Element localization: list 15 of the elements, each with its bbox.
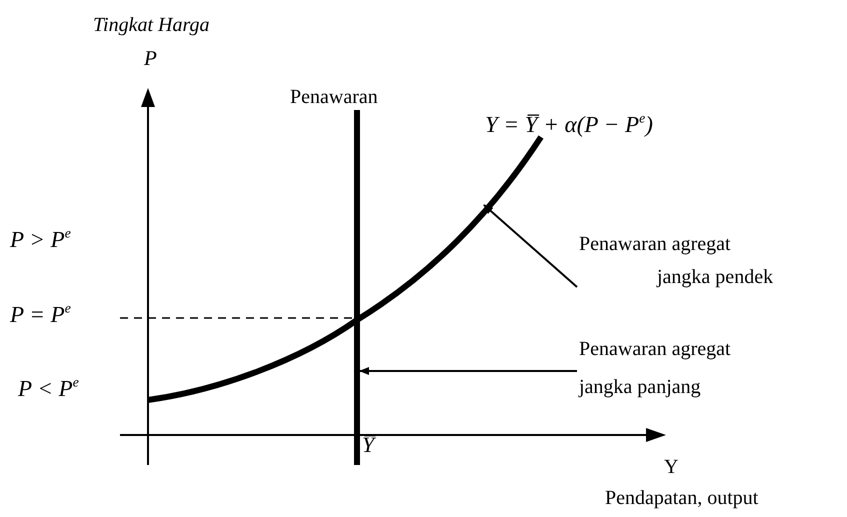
price-level-label: P < P$^{e}$ — [18, 376, 79, 402]
axis-title: Pendapatan, output — [605, 487, 758, 510]
axis-label: P — [144, 46, 157, 70]
leader-line — [483, 204, 578, 288]
axis-label: Y — [664, 456, 678, 479]
supply-curve — [148, 135, 544, 403]
price-level-label: P = P$^{e}$ — [10, 302, 71, 328]
curve-label: Penawaran agregat jangka panjang — [579, 330, 779, 406]
price-level-label: P > P$^{e}$ — [10, 227, 71, 254]
vertical-supply-line — [354, 110, 360, 465]
leader-line — [359, 367, 577, 375]
axis-title: Tingkat Harga — [93, 14, 210, 37]
equation-label: Y = Y̅ + α(P − P$^{e}$) — [485, 112, 653, 138]
curve-label: Penawaran agregat jangka pendek — [579, 228, 785, 294]
line-label: Penawaran — [290, 86, 378, 109]
